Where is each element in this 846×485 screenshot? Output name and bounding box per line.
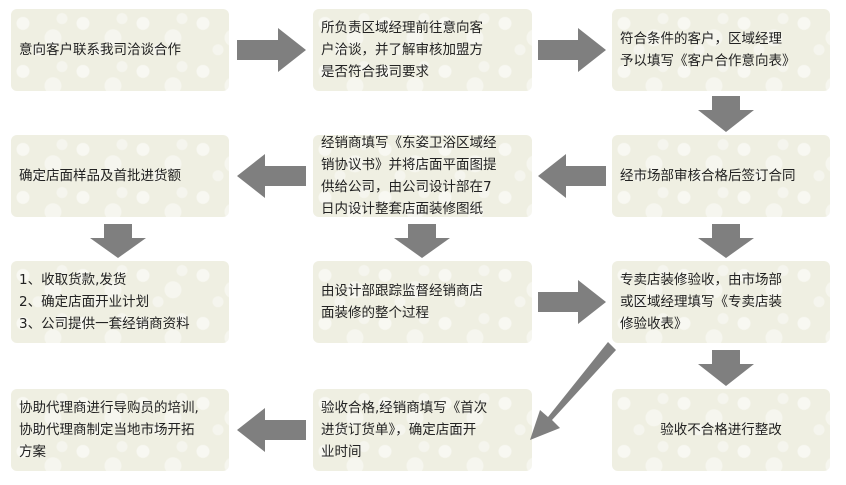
arrow-left-3-icon <box>237 408 306 452</box>
step-sign-contract-text: 经市场部审核合格后签订合同 <box>620 168 796 184</box>
step-intention-form: 符合条件的客户，区域经理 予以填写《客户合作意向表》 <box>612 9 830 91</box>
step-samples-text: 确定店面样品及首批进货额 <box>19 168 181 184</box>
step-sign-contract: 经市场部审核合格后签订合同 <box>612 135 830 217</box>
step-acceptance: 专卖店装修验收，由市场部 或区域经理填写《专卖店装 修验收表》 <box>612 261 830 343</box>
step-training-text: 协助代理商进行导购员的培训, 协助代理商制定当地市场开拓 方案 <box>19 400 199 460</box>
arrow-down-5-icon <box>698 350 754 386</box>
step-first-order-text: 验收合格,经销商填写《首次 进货订货单》，确定店面开 业时间 <box>321 400 488 460</box>
step-payment-shipping: 1、收取货款,发货 2、确定店面开业计划 3、公司提供一套经销商资料 <box>11 261 229 343</box>
arrow-down-2-icon <box>90 224 146 258</box>
step-contact-text: 意向客户联系我司洽谈合作 <box>19 42 181 58</box>
arrow-right-1-icon <box>237 28 306 72</box>
step-samples: 确定店面样品及首批进货额 <box>11 135 229 217</box>
step-supervise-renovation-text: 由设计部跟踪监督经销商店 面装修的整个过程 <box>321 283 483 321</box>
step-training: 协助代理商进行导购员的培训, 协助代理商制定当地市场开拓 方案 <box>11 389 229 471</box>
arrow-right-2-icon <box>538 28 606 72</box>
step-payment-shipping-text: 1、收取货款,发货 2、确定店面开业计划 3、公司提供一套经销商资料 <box>19 272 190 332</box>
step-manager-visit: 所负责区域经理前往意向客 户洽谈，并了解审核加盟方 是否符合我司要求 <box>313 9 532 91</box>
step-rectify: 验收不合格进行整改 <box>612 389 830 471</box>
arrow-diagonal-icon <box>530 342 616 440</box>
arrow-right-3-icon <box>538 280 606 324</box>
step-intention-form-text: 符合条件的客户，区域经理 予以填写《客户合作意向表》 <box>620 31 796 69</box>
step-rectify-text: 验收不合格进行整改 <box>660 422 782 438</box>
arrow-down-3-icon <box>394 224 450 258</box>
step-agreement-design: 经销商填写《东姿卫浴区域经 销协议书》并将店面平面图提 供给公司，由公司设计部在… <box>313 135 532 217</box>
step-acceptance-text: 专卖店装修验收，由市场部 或区域经理填写《专卖店装 修验收表》 <box>620 272 782 332</box>
step-supervise-renovation: 由设计部跟踪监督经销商店 面装修的整个过程 <box>313 261 532 343</box>
step-agreement-design-text: 经销商填写《东姿卫浴区域经 销协议书》并将店面平面图提 供给公司，由公司设计部在… <box>321 135 497 217</box>
arrow-down-1-icon <box>698 96 754 132</box>
arrow-down-4-icon <box>698 224 754 258</box>
arrow-left-2-icon <box>237 154 306 198</box>
step-first-order: 验收合格,经销商填写《首次 进货订货单》，确定店面开 业时间 <box>313 389 532 471</box>
arrow-left-1-icon <box>538 154 606 198</box>
step-manager-visit-text: 所负责区域经理前往意向客 户洽谈，并了解审核加盟方 是否符合我司要求 <box>321 20 483 80</box>
step-contact: 意向客户联系我司洽谈合作 <box>11 9 229 91</box>
